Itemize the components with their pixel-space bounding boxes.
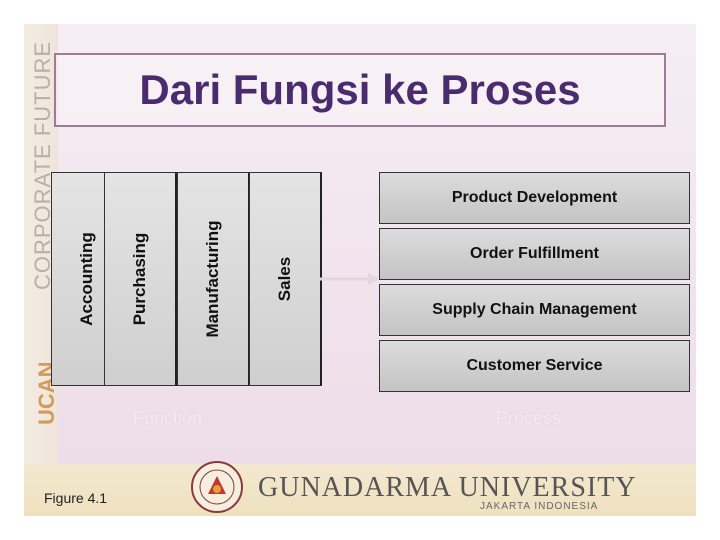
arrow-icon (320, 273, 380, 285)
university-subtitle: JAKARTA INDONESIA (480, 501, 599, 512)
function-box-manufacturing: Manufacturing (177, 172, 250, 386)
process-label: Order Fulfillment (470, 245, 599, 262)
function-label: Sales (275, 256, 294, 302)
process-box-customer-service: Customer Service (379, 340, 690, 392)
function-box-sales: Sales (249, 172, 322, 386)
process-box-order-fulfillment: Order Fulfillment (379, 228, 690, 280)
function-label: Purchasing (130, 232, 149, 326)
title-frame (54, 53, 666, 127)
process-label: Product Development (451, 189, 618, 206)
figure-label: Figure 4.1 (44, 490, 108, 506)
function-caption: Function (133, 408, 203, 428)
function-label: Manufacturing (203, 220, 222, 338)
footer-bar (24, 464, 696, 516)
function-label: Accounting (77, 232, 96, 326)
slide-title: Dari Fungsi ke Proses (139, 66, 581, 113)
process-box-supply-chain: Supply Chain Management (379, 284, 690, 336)
process-caption: Process (496, 408, 562, 428)
process-label: Supply Chain Management (432, 301, 637, 318)
function-box-purchasing: Purchasing (104, 172, 177, 386)
process-label: Customer Service (466, 357, 603, 374)
university-name: GUNADARMA UNIVERSITY (258, 472, 637, 503)
process-box-product-development: Product Development (379, 172, 690, 224)
university-crest-icon (191, 461, 243, 513)
